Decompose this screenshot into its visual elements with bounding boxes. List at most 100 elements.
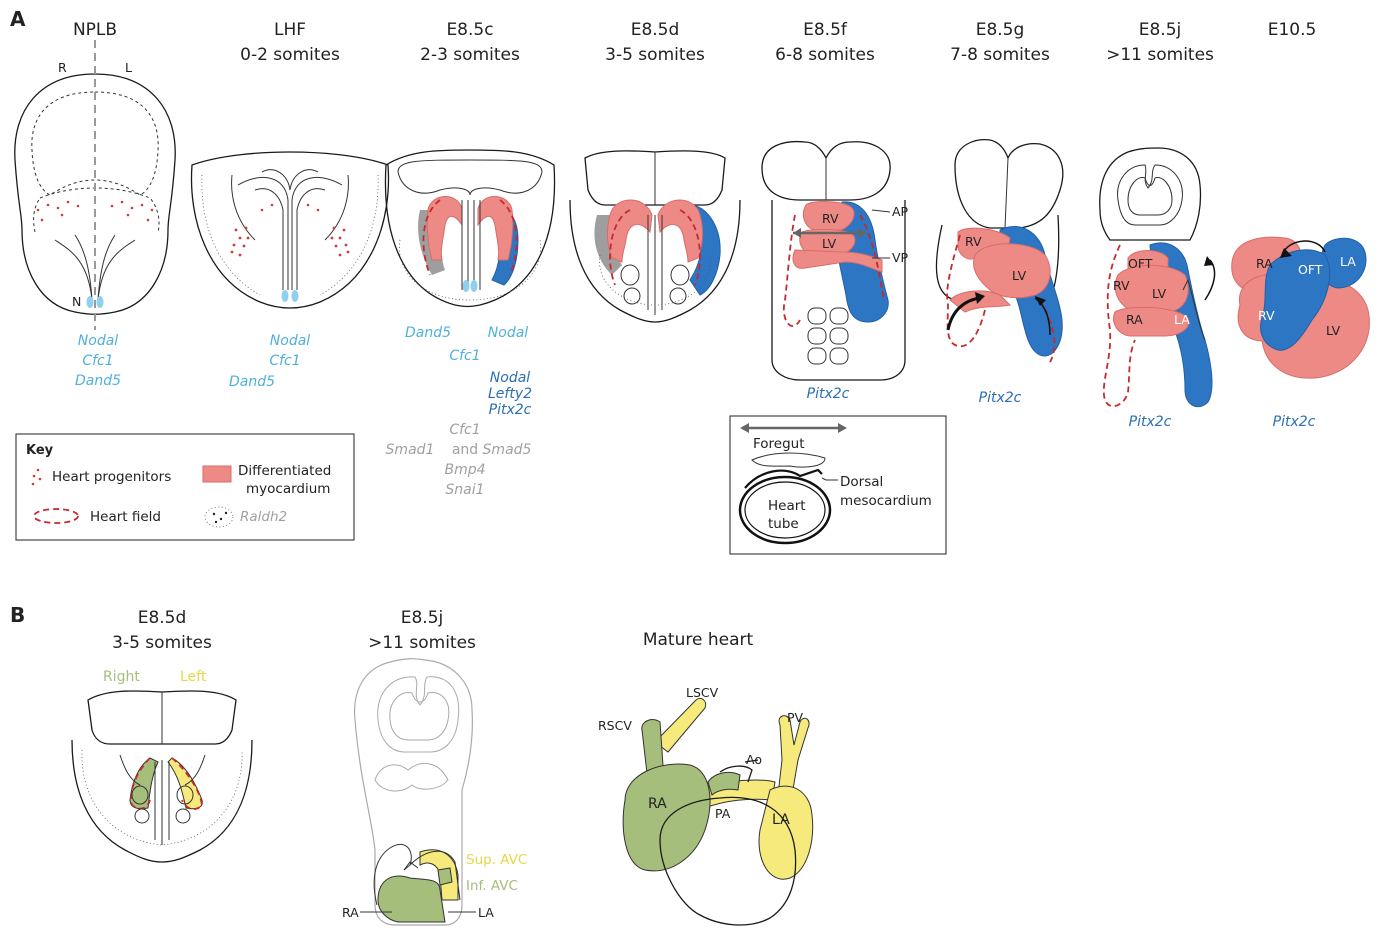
stage-title-e85g: E8.5g — [976, 20, 1025, 40]
key-progenitors-label: Heart progenitors — [52, 469, 171, 485]
gene-e85c-blue-2: Lefty2 — [488, 386, 532, 402]
b-inf-avc-label: Inf. AVC — [466, 878, 518, 894]
gene-e85f-pitx2c: Pitx2c — [807, 386, 850, 402]
inset-mesocardium-label: mesocardium — [840, 493, 932, 509]
panel-a-label: A — [10, 7, 26, 31]
e85j-ra-label: RA — [1126, 312, 1143, 327]
panel-b-label: B — [10, 603, 25, 627]
embryo-lhf — [192, 152, 389, 308]
gene-e85c-grey-5: Snai1 — [445, 482, 484, 498]
gene-nplb-2: Cfc1 — [82, 353, 113, 369]
b-la-label: LA — [478, 905, 494, 920]
stage-somites-e85j: >11 somites — [1106, 45, 1214, 65]
key-heart-field-label: Heart field — [90, 509, 161, 525]
gene-e85c-cyan-1: Dand5 — [405, 325, 451, 341]
stage-title-e105: E10.5 — [1268, 20, 1317, 40]
key-myocardium-label-2: myocardium — [246, 481, 330, 497]
b-title-left: E8.5d — [138, 608, 187, 628]
b-mature-heart: LSCV RSCV PV Ao RA PA LA — [598, 685, 813, 925]
gene-e85c-grey-and: and — [452, 442, 478, 458]
gene-nplb-3: Dand5 — [75, 373, 121, 389]
embryo-nplb: R L N — [15, 40, 175, 330]
nplb-n-label: N — [72, 294, 81, 309]
gene-e85c-blue-3: Pitx2c — [489, 402, 532, 418]
key-myocardium-swatch — [203, 466, 231, 482]
gene-e105-pitx2c: Pitx2c — [1273, 414, 1316, 430]
genes-e85c: Dand5 Nodal Cfc1 Nodal Lefty2 Pitx2c Cfc… — [386, 325, 533, 498]
b-ao-label: Ao — [746, 752, 762, 767]
genes-nplb: Nodal Cfc1 Dand5 — [75, 333, 121, 389]
stage-somites-e85d: 3-5 somites — [605, 45, 705, 65]
e105-la-label: LA — [1340, 254, 1356, 269]
b-rscv-label: RSCV — [598, 718, 632, 733]
nplb-l-label: L — [125, 60, 132, 75]
b-pa-label: PA — [715, 806, 731, 821]
e105-oft-label: OFT — [1298, 262, 1323, 277]
stage-title-e85c: E8.5c — [446, 20, 493, 40]
e105-lv-label: LV — [1326, 323, 1341, 338]
embryo-e85c — [385, 150, 554, 307]
b-la-heart-label: LA — [772, 812, 790, 828]
inset-dorsal-label: Dorsal — [840, 474, 883, 490]
panel-b-titles: E8.5d 3-5 somites E8.5j >11 somites Matu… — [112, 608, 753, 653]
e85f-ap-label: AP — [892, 204, 909, 219]
gene-e85c-cyan-3: Cfc1 — [449, 348, 480, 364]
b-title-mature: Mature heart — [643, 630, 754, 650]
e85j-lv-label: LV — [1152, 286, 1167, 301]
gene-nplb-1: Nodal — [78, 333, 119, 349]
embryo-e85j: OFT RV LV RA LA — [1100, 148, 1215, 407]
stage-title-e85d: E8.5d — [631, 20, 680, 40]
b-pv-label: PV — [787, 710, 804, 725]
gene-lhf-1: Nodal — [270, 333, 311, 349]
inset-foregut-label: Foregut — [753, 436, 805, 452]
b-sub-left: 3-5 somites — [112, 633, 212, 653]
gene-e85g-pitx2c: Pitx2c — [979, 390, 1022, 406]
e105-rv-label: RV — [1258, 308, 1275, 323]
genes-lhf: Nodal Cfc1 Dand5 — [229, 333, 310, 390]
e85g-lv-label: LV — [1012, 268, 1027, 283]
embryo-e85d — [570, 151, 740, 322]
b-lscv-label: LSCV — [686, 685, 719, 700]
b-left-label: Left — [180, 669, 207, 685]
embryo-e85g: RV LV — [936, 140, 1062, 362]
e85f-rv-label: RV — [822, 211, 839, 226]
gene-e85c-grey-3: Smad5 — [483, 442, 532, 458]
b-right-label: Right — [103, 669, 140, 685]
b-embryo-e85d: Right Left — [72, 669, 252, 862]
stage-titles: NPLB LHF 0-2 somites E8.5c 2-3 somites E… — [73, 20, 1316, 65]
inset-tube-label: tube — [768, 516, 799, 532]
stage-somites-e85f: 6-8 somites — [775, 45, 875, 65]
stage-title-lhf: LHF — [274, 20, 306, 40]
e85f-lv-label: LV — [822, 236, 837, 251]
stage-somites-e85c: 2-3 somites — [420, 45, 520, 65]
embryo-e85f: RV LV AP VP — [762, 142, 909, 380]
key-box: Key Heart progenitors Differentiated myo… — [16, 434, 354, 540]
gene-lhf-2: Cfc1 — [269, 353, 300, 369]
inset-box: Foregut Heart tube Dorsal mesocardium — [730, 416, 946, 554]
stage-title-nplb: NPLB — [73, 20, 117, 40]
b-embryo-e85j: Sup. AVC Inf. AVC RA LA — [342, 659, 527, 925]
e85j-oft-label: OFT — [1128, 256, 1153, 271]
stage-somites-lhf: 0-2 somites — [240, 45, 340, 65]
key-raldh2-label: Raldh2 — [240, 509, 287, 525]
key-title: Key — [26, 443, 54, 458]
b-sup-avc-label: Sup. AVC — [466, 852, 527, 868]
gene-e85c-cyan-2: Nodal — [488, 325, 529, 341]
stage-somites-e85g: 7-8 somites — [950, 45, 1050, 65]
e85j-la-label: LA — [1174, 312, 1190, 327]
e85g-rv-label: RV — [965, 234, 982, 249]
e105-ra-label: RA — [1256, 256, 1273, 271]
stage-title-e85f: E8.5f — [803, 20, 848, 40]
b-title-mid: E8.5j — [401, 608, 444, 628]
e85f-vp-label: VP — [892, 250, 909, 265]
e85j-rv-label: RV — [1113, 278, 1130, 293]
b-sub-mid: >11 somites — [368, 633, 476, 653]
b-ra-heart-label: RA — [648, 796, 667, 812]
gene-lhf-3: Dand5 — [229, 374, 275, 390]
stage-title-e85j: E8.5j — [1139, 20, 1182, 40]
gene-e85c-blue-1: Nodal — [490, 370, 531, 386]
gene-e85c-grey-4: Bmp4 — [444, 462, 485, 478]
gene-e85c-grey-2: Smad1 — [386, 442, 435, 458]
heart-e105: RA OFT LA RV LV — [1232, 237, 1370, 378]
